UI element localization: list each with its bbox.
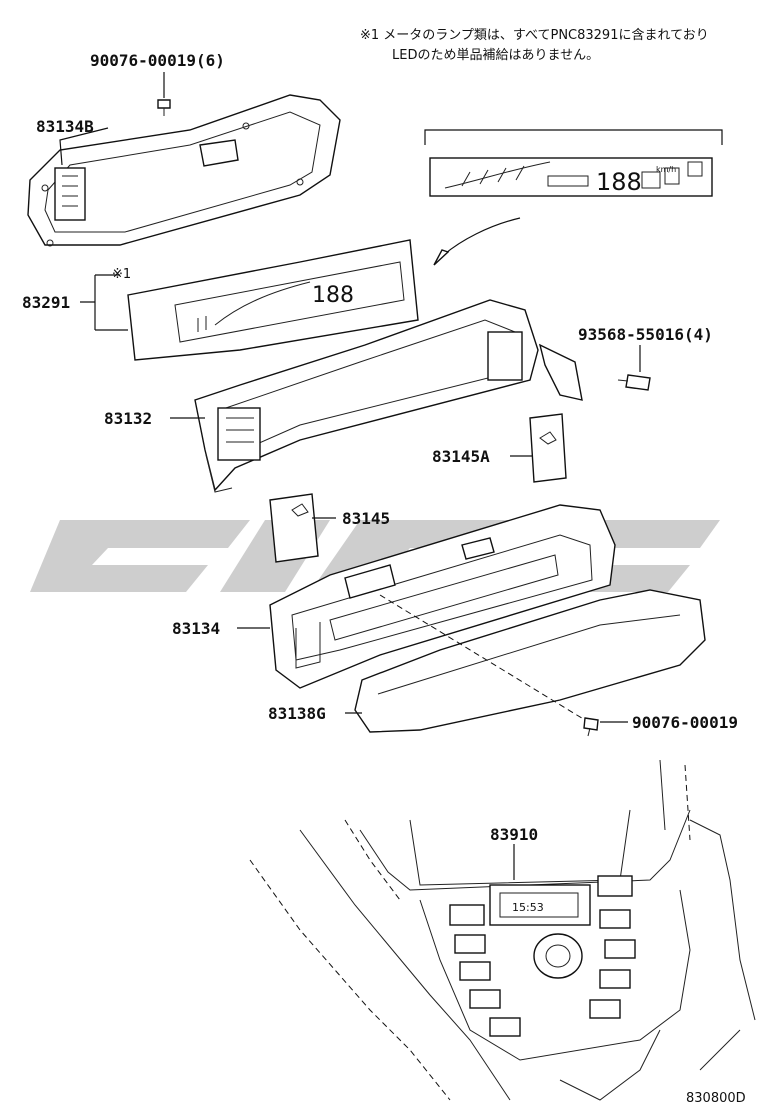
board-digits: 188: [312, 283, 354, 308]
label-bolt-top: 90076-00019(6): [90, 51, 225, 70]
label-83910: 83910: [490, 825, 538, 844]
leader-83291: [80, 274, 128, 331]
label-83145: 83145: [342, 509, 390, 528]
bolt-bottom-icon: [583, 717, 599, 737]
part-83134B-icon: [27, 94, 341, 247]
part-83145-icon: [269, 493, 319, 563]
bolt-top-icon: [157, 99, 171, 116]
note-line-1: ※1 メータのランプ類は、すべてPNC83291に含まれており: [360, 28, 709, 43]
part-83145A-icon: [529, 413, 567, 483]
inset-arrow-head-icon: [433, 249, 450, 266]
label-83145A: 83145A: [432, 447, 490, 466]
label-83134: 83134: [172, 619, 220, 638]
part-83134-icon: [269, 504, 616, 689]
part-83291-icon: 188: [127, 239, 419, 361]
figure-code: 830800D: [686, 1091, 746, 1106]
speed-digits: 188: [596, 168, 642, 196]
speed-unit: km/h: [656, 165, 676, 174]
label-83134B: 83134B: [36, 117, 94, 136]
part-83138G-icon: [354, 589, 706, 733]
fastener-dashed-line: [379, 594, 586, 721]
label-83132: 83132: [104, 409, 152, 428]
clock-digits: 15:53: [512, 901, 544, 914]
leader-83134B: [59, 127, 109, 166]
inset-arrow-curve: [439, 217, 521, 259]
label-83291: 83291: [22, 293, 70, 312]
label-bolt-bottom: 90076-00019: [632, 713, 738, 732]
label-83138G: 83138G: [268, 704, 326, 723]
display-inset: 188 km/h: [424, 129, 723, 197]
label-93568: 93568-55016(4): [578, 325, 713, 344]
dashboard-console-icon: 15:53: [249, 759, 756, 1101]
part-83132-icon: [194, 299, 583, 493]
screw-93568-icon: [617, 374, 651, 391]
label-mark-1: ※1: [112, 267, 131, 282]
note-line-2: LEDのため単品補給はありません。: [392, 48, 600, 63]
